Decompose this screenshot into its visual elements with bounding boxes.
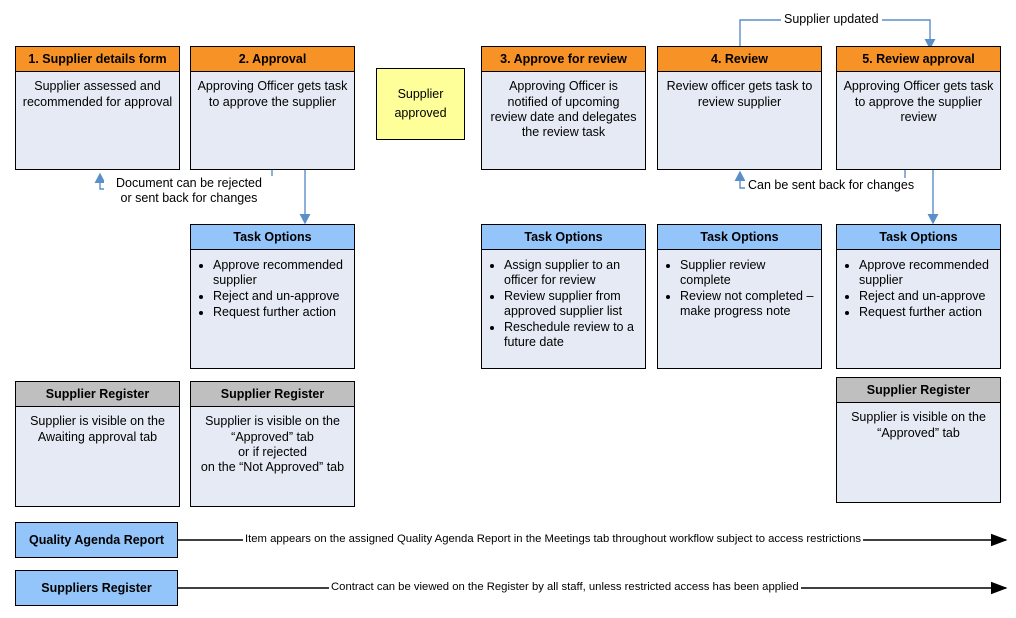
connector-label-sent-back: Can be sent back for changes <box>745 178 918 193</box>
supplier-register-2-header: Supplier Register <box>191 382 354 408</box>
task-options-3-body: Supplier review complete Review not comp… <box>658 250 821 324</box>
stage-box-1[interactable]: 1. Supplier details form Supplier assess… <box>15 46 180 170</box>
list-item: Assign supplier to an officer for review <box>504 258 639 288</box>
task-options-4-header: Task Options <box>837 225 1000 251</box>
task-options-2-list: Assign supplier to an officer for review… <box>486 258 639 350</box>
stage-2-body: Approving Officer gets task to approve t… <box>197 79 348 109</box>
stage-5-header: 5. Review approval <box>837 47 1000 73</box>
stage-2-header: 2. Approval <box>191 47 354 73</box>
stage-5-body: Approving Officer gets task to approve t… <box>843 79 994 124</box>
supplier-register-box-3[interactable]: Supplier Register Supplier is visible on… <box>836 377 1001 503</box>
supplier-register-2-body: Supplier is visible on the “Approved” ta… <box>200 414 345 475</box>
connector-label-rejected-line1: Document can be rejected <box>116 176 262 190</box>
task-options-4-list: Approve recommended supplier Reject and … <box>841 258 994 320</box>
task-options-box-1[interactable]: Task Options Approve recommended supplie… <box>190 224 355 369</box>
supplier-register-3-body: Supplier is visible on the “Approved” ta… <box>851 410 986 440</box>
supplier-register-1-header: Supplier Register <box>16 382 179 408</box>
supplier-approved-note: Supplier approved <box>376 68 465 140</box>
stage-1-body: Supplier assessed and recommended for ap… <box>22 79 173 109</box>
list-item: Request further action <box>859 305 994 320</box>
supplier-register-1-body: Supplier is visible on the Awaiting appr… <box>30 414 165 444</box>
quality-agenda-report-label: Quality Agenda Report <box>29 533 164 547</box>
task-options-1-header: Task Options <box>191 225 354 251</box>
list-item: Reject and un-approve <box>213 289 348 304</box>
supplier-register-box-2[interactable]: Supplier Register Supplier is visible on… <box>190 381 355 507</box>
stage-1-header: 1. Supplier details form <box>16 47 179 73</box>
quality-agenda-report-bar[interactable]: Quality Agenda Report <box>15 522 178 558</box>
task-options-4-body: Approve recommended supplier Reject and … <box>837 250 1000 325</box>
list-item: Reschedule review to a future date <box>504 320 639 350</box>
connector-label-supplier-updated: Supplier updated <box>781 12 882 27</box>
task-options-2-header: Task Options <box>482 225 645 251</box>
connector-label-rejected-line2: or sent back for changes <box>120 191 258 205</box>
list-item: Review not completed – make progress not… <box>680 289 815 319</box>
stage-4-header: 4. Review <box>658 47 821 73</box>
supplier-register-3-header: Supplier Register <box>837 378 1000 404</box>
list-item: Approve recommended supplier <box>859 258 994 288</box>
stage-box-2[interactable]: 2. Approval Approving Officer gets task … <box>190 46 355 170</box>
task-options-1-list: Approve recommended supplier Reject and … <box>195 258 348 320</box>
task-options-1-body: Approve recommended supplier Reject and … <box>191 250 354 325</box>
stage-box-5[interactable]: 5. Review approval Approving Officer get… <box>836 46 1001 170</box>
task-options-box-4[interactable]: Task Options Approve recommended supplie… <box>836 224 1001 369</box>
list-item: Reject and un-approve <box>859 289 994 304</box>
footer-caption-1: Contract can be viewed on the Register b… <box>329 581 801 595</box>
list-item: Review supplier from approved supplier l… <box>504 289 639 319</box>
suppliers-register-bar[interactable]: Suppliers Register <box>15 570 178 606</box>
task-options-3-header: Task Options <box>658 225 821 251</box>
supplier-approved-note-text: Supplier approved <box>394 87 447 120</box>
list-item: Supplier review complete <box>680 258 815 288</box>
stage-box-4[interactable]: 4. Review Review officer gets task to re… <box>657 46 822 170</box>
list-item: Approve recommended supplier <box>213 258 348 288</box>
task-options-box-3[interactable]: Task Options Supplier review complete Re… <box>657 224 822 369</box>
stage-4-body: Review officer gets task to review suppl… <box>666 79 813 109</box>
stage-3-body: Approving Officer is notified of upcomin… <box>490 79 637 140</box>
stage-3-header: 3. Approve for review <box>482 47 645 73</box>
stage-box-3[interactable]: 3. Approve for review Approving Officer … <box>481 46 646 170</box>
task-options-2-body: Assign supplier to an officer for review… <box>482 250 645 355</box>
suppliers-register-label: Suppliers Register <box>41 581 152 595</box>
connector-label-rejected: Document can be rejected or sent back fo… <box>104 176 274 206</box>
footer-caption-0: Item appears on the assigned Quality Age… <box>243 533 864 547</box>
list-item: Request further action <box>213 305 348 320</box>
supplier-register-box-1[interactable]: Supplier Register Supplier is visible on… <box>15 381 180 507</box>
task-options-box-2[interactable]: Task Options Assign supplier to an offic… <box>481 224 646 369</box>
task-options-3-list: Supplier review complete Review not comp… <box>662 258 815 319</box>
